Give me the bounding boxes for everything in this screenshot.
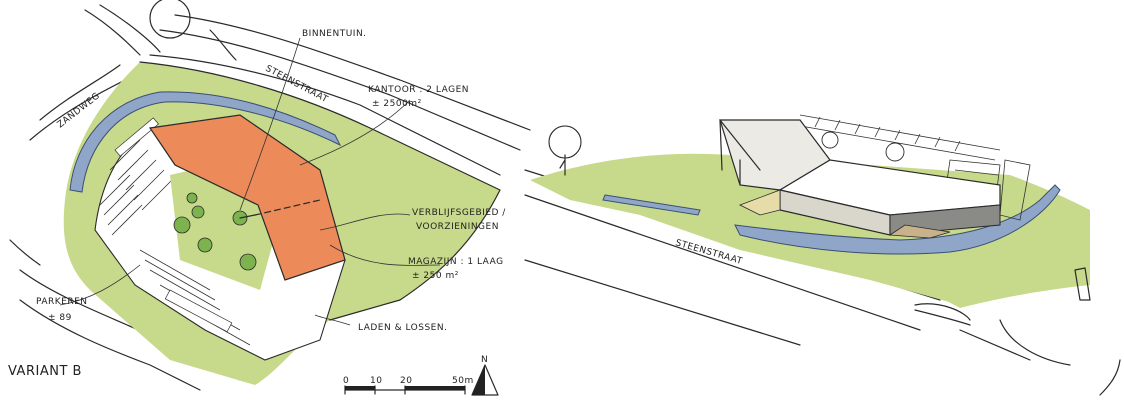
- road-lines: [9, 0, 531, 391]
- label-parkeren-2: ± 89: [48, 313, 72, 323]
- label-magazijn-2: ± 250 m²: [412, 271, 459, 281]
- leader-lines: [59, 37, 441, 326]
- office-building: [148, 114, 346, 281]
- scale-label-0: 0: [343, 376, 349, 386]
- label-verblijf-1: VERBLIJFSGEBIED /: [412, 208, 506, 218]
- label-binnentuin: BINNENTUIN.: [302, 29, 367, 39]
- courtyard-trees: [173, 192, 257, 271]
- north-arrow-icon: N: [471, 355, 499, 396]
- scale-label-10: 10: [370, 376, 382, 386]
- perspective-view: STEENSTRAAT: [524, 114, 1121, 396]
- scale-label-50: 50m: [452, 376, 474, 386]
- parking-rows: [99, 117, 251, 346]
- label-laden: LADEN & LOSSEN.: [358, 323, 447, 333]
- label-kantoor-1: KANTOOR : 2 LAGEN: [368, 85, 469, 95]
- perspective-trees: [548, 125, 905, 176]
- scale-bar: 0 10 20 50m: [343, 376, 474, 395]
- label-parkeren-1: PARKEREN: [36, 297, 88, 307]
- scale-label-20: 20: [400, 376, 412, 386]
- label-variant: VARIANT B: [8, 364, 82, 379]
- water-canal: [69, 91, 342, 193]
- label-magazijn-1: MAGAZIJN : 1 LAAG: [408, 257, 504, 267]
- north-label: N: [481, 355, 488, 365]
- perspective-water: [734, 184, 1061, 255]
- site-plan: BINNENTUIN. KANTOOR : 2 LAGEN ± 2500m² S…: [8, 0, 531, 396]
- label-kantoor-2: ± 2500m²: [372, 99, 422, 109]
- perspective-water-left: [602, 194, 701, 216]
- label-verblijf-2: VOORZIENINGEN: [416, 222, 499, 232]
- perspective-grass-front: [945, 270, 1090, 308]
- perspective-building: [719, 119, 1001, 239]
